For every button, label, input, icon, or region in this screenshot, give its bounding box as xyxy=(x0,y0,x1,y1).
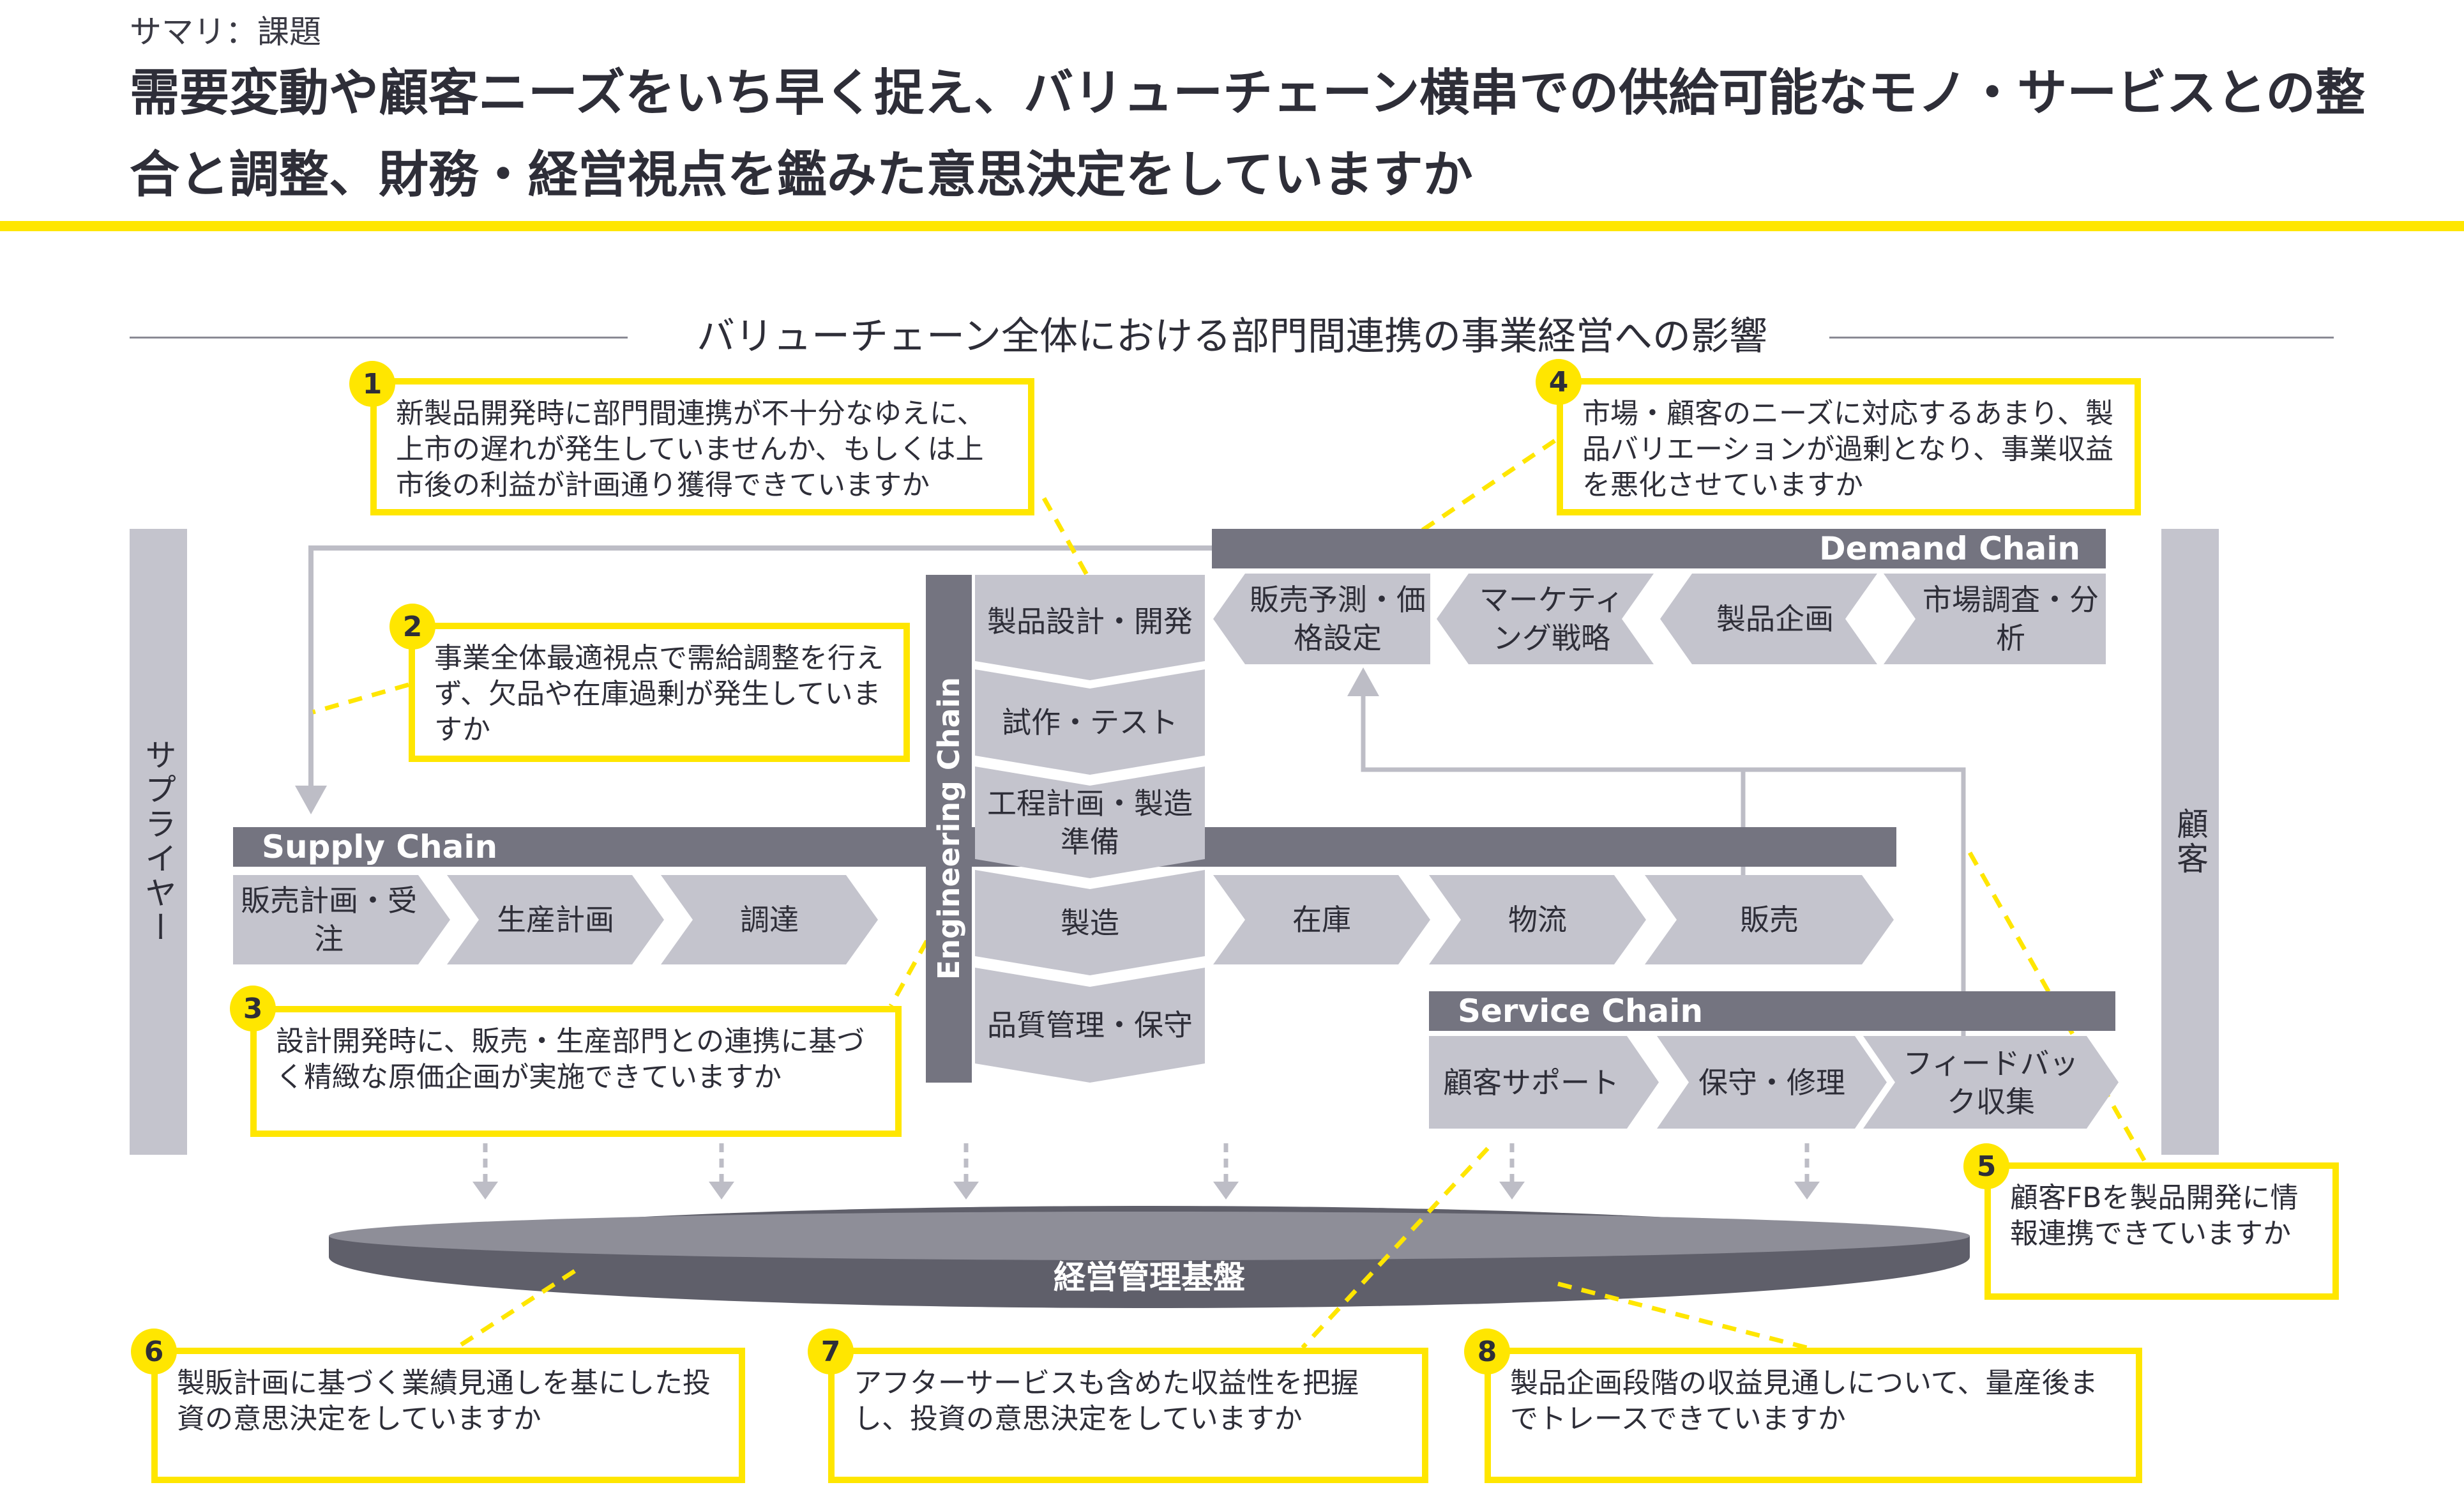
callout-7-text: アフターサービスも含めた収益性を把握し、投資の意思決定をしていますか xyxy=(854,1367,1359,1435)
supply-step-sales: 販売 xyxy=(1645,875,1894,964)
supply-step-procurement: 調達 xyxy=(661,875,878,964)
callout-8: 製品企画段階の収益見通しについて、量産後までトレースできていますか xyxy=(1485,1348,2142,1483)
engineering-step-quality: 品質管理・保守 xyxy=(975,968,1205,1083)
callout-2-badge: 2 xyxy=(389,604,435,650)
engineering-step-prototype: 試作・テスト xyxy=(975,669,1205,775)
supply-step-sales-plan: 販売計画・受注 xyxy=(233,875,450,964)
engineering-chain-label: Engineering Chain xyxy=(932,677,966,980)
supply-chain-label: Supply Chain xyxy=(262,828,498,865)
callout-4: 市場・顧客のニーズに対応するあまり、製品バリエーションが過剰となり、事業収益を悪… xyxy=(1557,378,2141,515)
demand-to-supply-flow xyxy=(308,545,1213,792)
callout-8-badge: 8 xyxy=(1464,1329,1510,1375)
callout-1: 新製品開発時に部門間連携が不十分なゆえに、上市の遅れが発生していませんか、もしく… xyxy=(370,378,1034,515)
slide-title: 需要変動や顧客ニーズをいち早く捉え、バリューチェーン横串での供給可能なモノ・サー… xyxy=(130,65,2366,204)
supplier-bar: サプライヤー xyxy=(130,529,187,1155)
demand-step-planning: 製品企画 xyxy=(1660,574,1877,664)
feedback-arrowhead xyxy=(1347,667,1379,696)
callout-2: 事業全体最適視点で需給調整を行えず、欠品や在庫過剰が発生していますか xyxy=(409,623,910,762)
callout-3: 設計開発時に、販売・生産部門との連携に基づく精緻な原価企画が実施できていますか xyxy=(250,1006,902,1137)
callout-1-badge: 1 xyxy=(349,361,395,407)
demand-step-research: 市場調査・分析 xyxy=(1884,574,2106,664)
demand-chain-bar: Demand Chain xyxy=(1212,529,2106,568)
engineering-chain-bar: Engineering Chain xyxy=(926,575,972,1083)
callout-4-text: 市場・顧客のニーズに対応するあまり、製品バリエーションが過剰となり、事業収益を悪… xyxy=(1582,397,2114,501)
callout-2-text: 事業全体最適視点で需給調整を行えず、欠品や在庫過剰が発生していますか xyxy=(434,642,884,746)
callout-1-text: 新製品開発時に部門間連携が不十分なゆえに、上市の遅れが発生していませんか、もしく… xyxy=(396,397,985,501)
section-rule-right xyxy=(1829,337,2334,339)
callout-4-badge: 4 xyxy=(1536,359,1582,405)
customer-bar: 顧客 xyxy=(2161,529,2219,1155)
service-step-repair: 保守・修理 xyxy=(1657,1036,1887,1129)
service-step-feedback: フィードバック収集 xyxy=(1863,1036,2119,1129)
callout-6-badge: 6 xyxy=(131,1329,177,1375)
callout-8-text: 製品企画段階の収益見通しについて、量産後までトレースできていますか xyxy=(1510,1367,2098,1435)
platform-input-arrowheads xyxy=(472,1182,1820,1199)
feedback-loop-line xyxy=(1361,693,1966,1067)
supply-step-inventory: 在庫 xyxy=(1213,875,1430,964)
callout-7-badge: 7 xyxy=(808,1329,854,1375)
platform-input-arrows xyxy=(483,1143,1810,1187)
section-rule-left xyxy=(130,337,628,339)
callout-5-text: 顧客FBを製品開発に情報連携できていますか xyxy=(2010,1182,2299,1250)
callout-5-badge: 5 xyxy=(1963,1143,2009,1189)
supply-step-production-plan: 生産計画 xyxy=(447,875,664,964)
demand-chain-label: Demand Chain xyxy=(1819,530,2080,567)
callout-3-text: 設計開発時に、販売・生産部門との連携に基づく精緻な原価企画が実施できていますか xyxy=(276,1025,865,1093)
supply-step-logistics: 物流 xyxy=(1429,875,1646,964)
demand-to-supply-arrowhead xyxy=(295,786,327,814)
callout-6-text: 製販計画に基づく業績見通しを基にした投資の意思決定をしていますか xyxy=(177,1367,711,1435)
service-chain-bar: Service Chain xyxy=(1429,991,2115,1031)
demand-step-forecast: 販売予測・価格設定 xyxy=(1213,574,1430,664)
demand-step-marketing: マーケティング戦略 xyxy=(1437,574,1654,664)
callout-3-badge: 3 xyxy=(230,986,276,1032)
callout-6: 製販計画に基づく業績見通しを基にした投資の意思決定をしていますか xyxy=(151,1348,745,1483)
supplier-label: サプライヤー xyxy=(140,738,177,945)
section-title: バリューチェーン全体における部門間連携の事業経営への影響 xyxy=(697,314,1767,359)
customer-label: 顧客 xyxy=(2172,807,2209,876)
callout-7: アフターサービスも含めた収益性を把握し、投資の意思決定をしていますか xyxy=(828,1348,1428,1483)
header-divider xyxy=(0,221,2464,231)
engineering-step-design: 製品設計・開発 xyxy=(975,575,1205,680)
slide-subtitle: サマリ：課題 xyxy=(130,13,321,50)
service-step-support: 顧客サポート xyxy=(1429,1036,1659,1129)
management-platform-label: 経営管理基盤 xyxy=(1054,1259,1245,1296)
callout-5: 顧客FBを製品開発に情報連携できていますか xyxy=(1984,1162,2339,1300)
callout-leaders xyxy=(312,439,2148,1350)
service-chain-label: Service Chain xyxy=(1458,993,1704,1030)
